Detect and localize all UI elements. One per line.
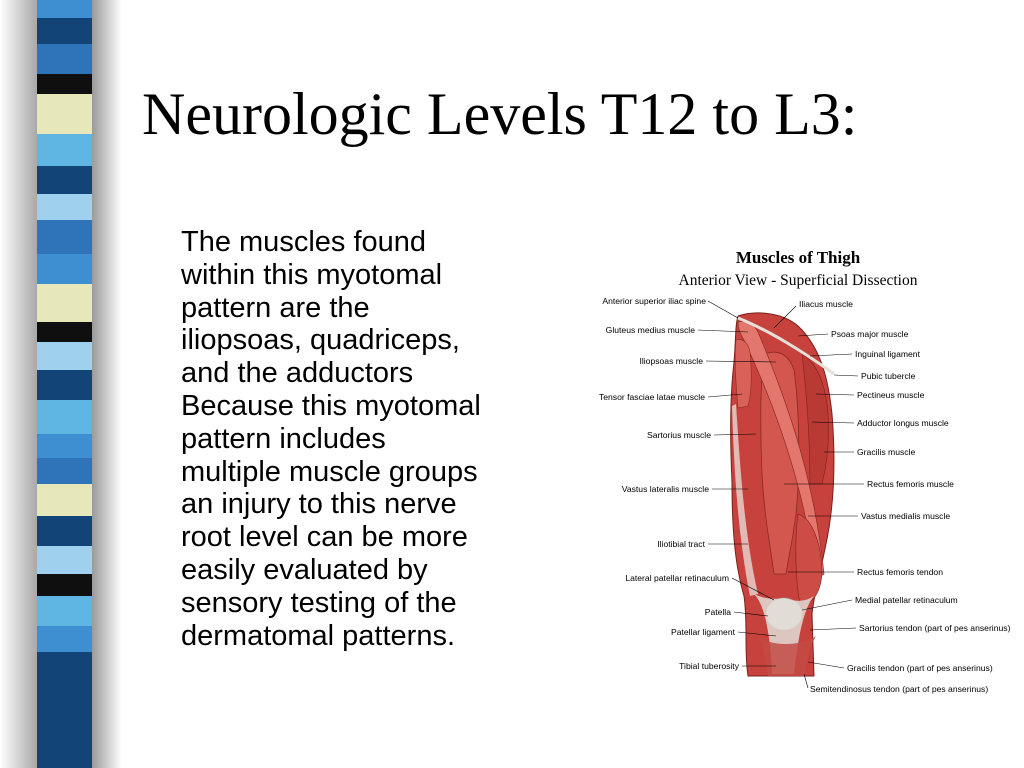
- left-labels: Anterior superior iliac spine Gluteus me…: [599, 296, 777, 671]
- stripe-band: [37, 18, 92, 44]
- label-vastus-lateralis: Vastus lateralis muscle: [622, 484, 709, 494]
- label-sartorius: Sartorius muscle: [647, 430, 711, 440]
- label-semitendinosus-tendon: Semitendinosus tendon (part of pes anser…: [810, 684, 988, 694]
- stripe-band: [37, 596, 92, 626]
- adductor-region: [801, 353, 829, 485]
- label-iliacus: Iliacus muscle: [799, 299, 853, 309]
- left-shadow: [0, 0, 37, 768]
- label-gluteus-medius: Gluteus medius muscle: [606, 325, 696, 335]
- decorative-stripe: [37, 0, 92, 768]
- slide-body-text: The muscles found within this myotomal p…: [181, 226, 553, 652]
- stripe-band: [37, 134, 92, 166]
- stripe-band: [37, 484, 92, 516]
- figure-title: Muscles of Thigh: [735, 248, 861, 267]
- label-patellar-ligament: Patellar ligament: [671, 627, 736, 637]
- stripe-band: [37, 370, 92, 400]
- label-tibial-tuberosity: Tibial tuberosity: [679, 661, 740, 671]
- body-line: Because this myotomal: [181, 389, 481, 422]
- figure-subtitle: Anterior View - Superficial Dissection: [678, 272, 918, 289]
- label-rectus-femoris-tendon: Rectus femoris tendon: [857, 567, 943, 577]
- label-anterior-superior-iliac-spine: Anterior superior iliac spine: [602, 296, 706, 306]
- stripe-band: [37, 220, 92, 254]
- body-line: multiple muscle groups: [181, 455, 478, 488]
- inguinal-ligament: [737, 316, 835, 376]
- stripe-band: [37, 652, 92, 768]
- knee-tendons: [754, 594, 814, 674]
- thigh-muscle-illustration: Muscles of Thigh Anterior View - Superfi…: [588, 244, 1011, 704]
- body-line: pattern includes: [181, 422, 386, 455]
- label-sartorius-tendon: Sartorius tendon (part of pes anserinus): [859, 623, 1011, 633]
- stripe-band: [37, 94, 92, 134]
- label-vastus-medialis: Vastus medialis muscle: [861, 511, 950, 521]
- label-iliotibial-tract: Iliotibial tract: [657, 539, 705, 549]
- stripe-band: [37, 254, 92, 284]
- stripe-band: [37, 458, 92, 484]
- body-line: pattern are the: [181, 291, 370, 324]
- label-patella: Patella: [705, 607, 731, 617]
- label-pubic-tubercle: Pubic tubercle: [861, 371, 916, 381]
- body-line: an injury to this nerve: [181, 488, 457, 521]
- stripe-band: [37, 546, 92, 574]
- right-labels: Iliacus muscle Psoas major muscle Inguin…: [773, 299, 1011, 694]
- stripe-band: [37, 194, 92, 220]
- label-iliopsoas: Iliopsoas muscle: [639, 356, 703, 366]
- label-lateral-patellar-retinaculum: Lateral patellar retinaculum: [625, 573, 729, 583]
- slide-title: Neurologic Levels T12 to L3:: [142, 81, 858, 147]
- body-line: root level can be more: [181, 521, 468, 554]
- label-psoas-major: Psoas major muscle: [831, 329, 909, 339]
- stripe-band: [37, 516, 92, 546]
- label-gracilis-tendon: Gracilis tendon (part of pes anserinus): [847, 663, 993, 673]
- thigh-muscles: [730, 312, 835, 677]
- stripe-band: [37, 0, 92, 18]
- tensor-fasciae-latae: [734, 339, 752, 409]
- stripe-band: [37, 322, 92, 342]
- stripe-band: [37, 44, 92, 74]
- label-medial-patellar-retinaculum: Medial patellar retinaculum: [855, 595, 958, 605]
- stripe-band: [37, 434, 92, 458]
- body-line: The muscles found: [181, 226, 427, 258]
- label-pectineus: Pectineus muscle: [857, 390, 925, 400]
- iliotibial-band: [732, 404, 758, 596]
- body-line: iliopsoas, quadriceps,: [181, 324, 460, 357]
- body-line: and the adductors: [181, 357, 414, 390]
- label-adductor-longus: Adductor longus muscle: [857, 418, 949, 428]
- thigh-anatomy-drawing: Anterior superior iliac spine Gluteus me…: [599, 296, 1011, 694]
- body-line: easily evaluated by: [181, 553, 428, 586]
- stripe-band: [37, 74, 92, 94]
- stripe-band: [37, 574, 92, 596]
- rectus-femoris: [760, 351, 800, 575]
- stripe-band: [37, 626, 92, 652]
- label-gracilis: Gracilis muscle: [857, 447, 915, 457]
- stripe-band: [37, 400, 92, 434]
- label-rectus-femoris: Rectus femoris muscle: [867, 479, 954, 489]
- vastus-medialis: [795, 513, 823, 605]
- stripe-shadow: [92, 0, 122, 768]
- body-line: dermatomal patterns.: [181, 619, 456, 652]
- body-line: within this myotomal: [181, 258, 443, 291]
- label-inguinal-ligament: Inguinal ligament: [855, 349, 921, 359]
- body-line: sensory testing of the: [181, 586, 457, 619]
- stripe-band: [37, 284, 92, 322]
- label-tensor-fasciae-latae: Tensor fasciae latae muscle: [599, 392, 705, 402]
- stripe-band: [37, 166, 92, 194]
- stripe-band: [37, 342, 92, 370]
